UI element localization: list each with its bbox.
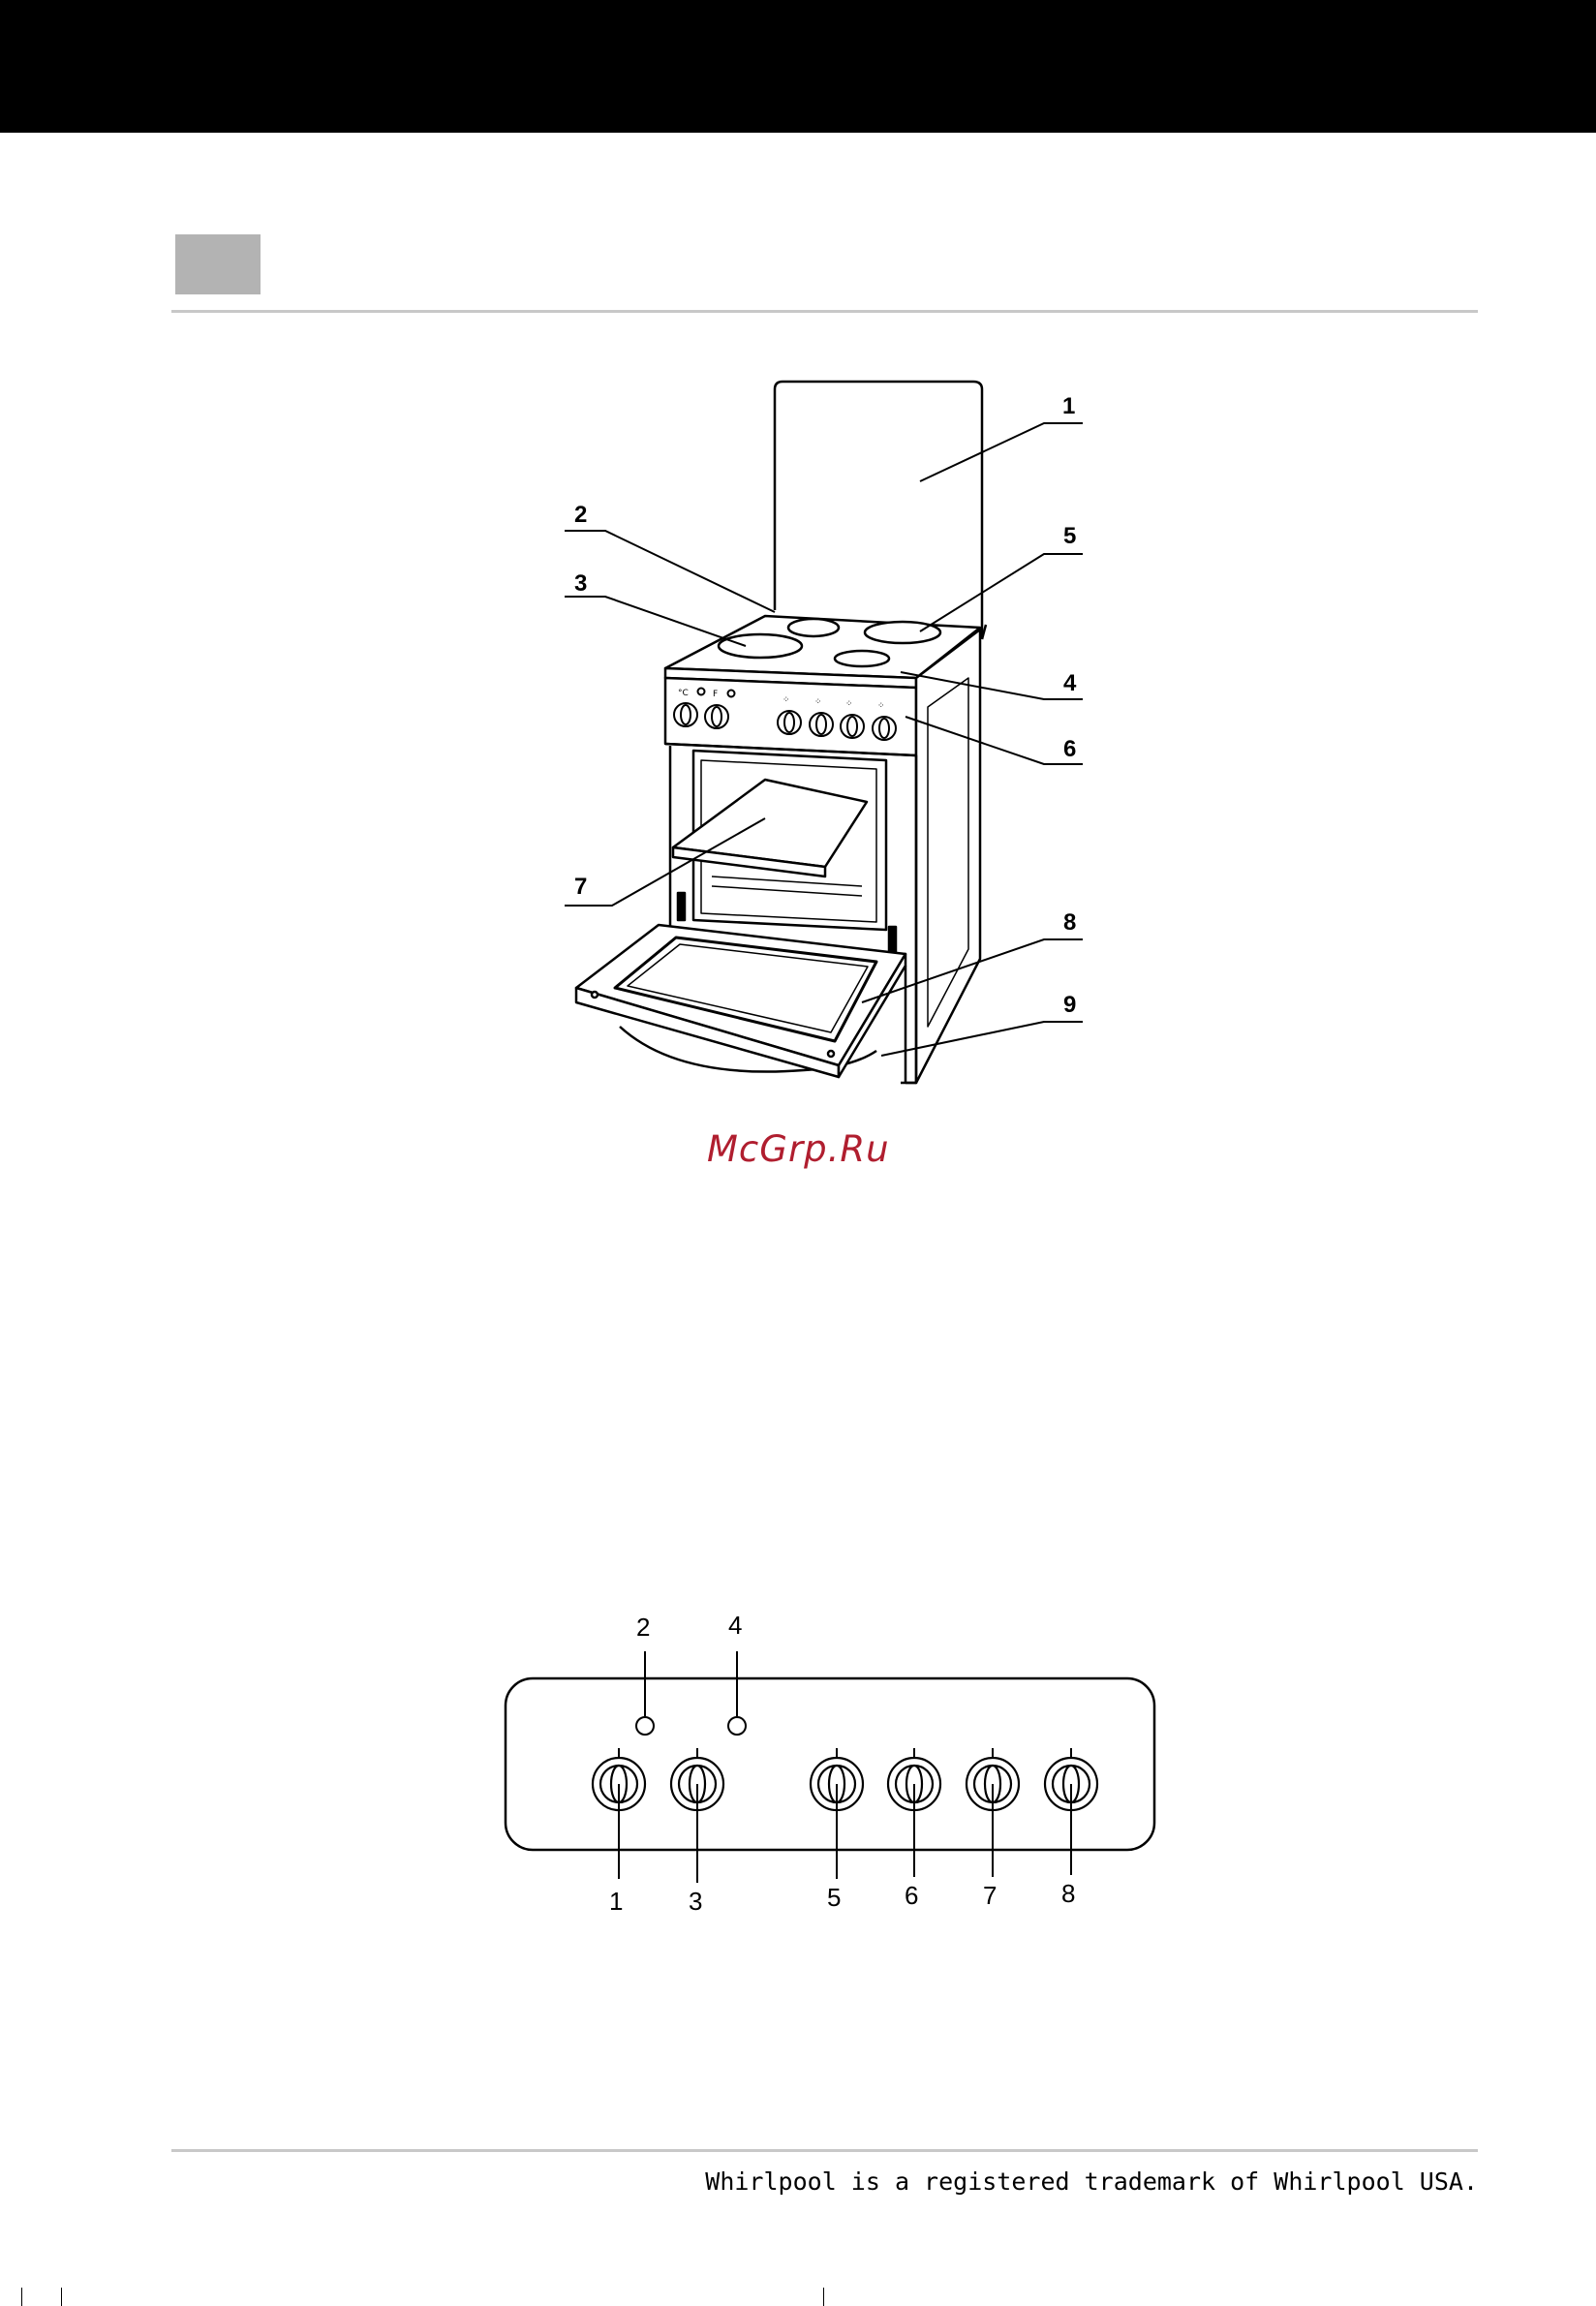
panel-label: 5: [827, 1883, 841, 1912]
panel-label: 1: [609, 1887, 623, 1916]
top-divider: [171, 310, 1478, 313]
cooker-diagram: °C F ⁘ ⁘ ⁘ ⁘ 1 2 3 4 5 6 7 8 9: [542, 363, 1104, 1109]
panel-label: 6: [905, 1881, 918, 1910]
crop-mark: [61, 2288, 62, 2306]
panel-label: 4: [728, 1611, 742, 1640]
svg-text:⁘: ⁘: [783, 695, 790, 705]
panel-label: 3: [689, 1887, 702, 1916]
panel-label: 7: [983, 1881, 997, 1910]
control-panel-diagram: 2 4 1 3 5 6 7 8: [499, 1603, 1157, 1932]
callout-label: 9: [1063, 992, 1076, 1018]
indicator-light-icon: [728, 1717, 746, 1735]
callout-label: 4: [1063, 670, 1077, 696]
header-bar: [0, 0, 1596, 133]
svg-text:⁘: ⁘: [877, 701, 885, 711]
callout-label: 5: [1063, 523, 1076, 549]
cover-lid-icon: [775, 382, 986, 639]
callout-label: 2: [574, 502, 587, 528]
oven-door-icon: [576, 925, 905, 1077]
crop-mark: [21, 2288, 22, 2306]
callout-label: 8: [1063, 909, 1076, 936]
callout-label: 7: [574, 874, 587, 900]
panel-label: 8: [1061, 1879, 1075, 1908]
svg-text:F: F: [713, 690, 718, 699]
svg-text:°C: °C: [678, 689, 689, 698]
crop-mark: [823, 2288, 824, 2306]
bottom-divider: [171, 2149, 1478, 2152]
callout-label: 6: [1063, 736, 1076, 762]
panel-label: 2: [636, 1613, 650, 1642]
svg-text:⁘: ⁘: [845, 699, 853, 709]
watermark-text: McGrp.Ru: [707, 1128, 901, 1170]
callout-label: 1: [1062, 393, 1075, 419]
svg-text:⁘: ⁘: [814, 697, 822, 707]
section-number-tab: [175, 234, 261, 294]
indicator-light-icon: [636, 1717, 654, 1735]
trademark-notice: Whirlpool is a registered trademark of W…: [705, 2168, 1478, 2196]
callout-label: 3: [574, 570, 587, 597]
